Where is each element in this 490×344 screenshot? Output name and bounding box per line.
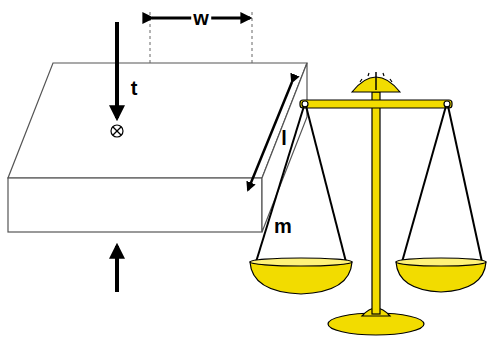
thickness-arrow <box>111 22 123 292</box>
length-dimension <box>248 82 292 190</box>
width-label: w <box>191 7 211 29</box>
length-label: l <box>279 127 289 149</box>
slab-top <box>8 63 307 178</box>
mass-label: m <box>272 215 294 237</box>
balance-scale <box>250 72 486 335</box>
slab <box>8 63 307 232</box>
slab-front <box>8 178 262 232</box>
slab-side <box>262 63 307 232</box>
thickness-label: t <box>129 77 140 99</box>
